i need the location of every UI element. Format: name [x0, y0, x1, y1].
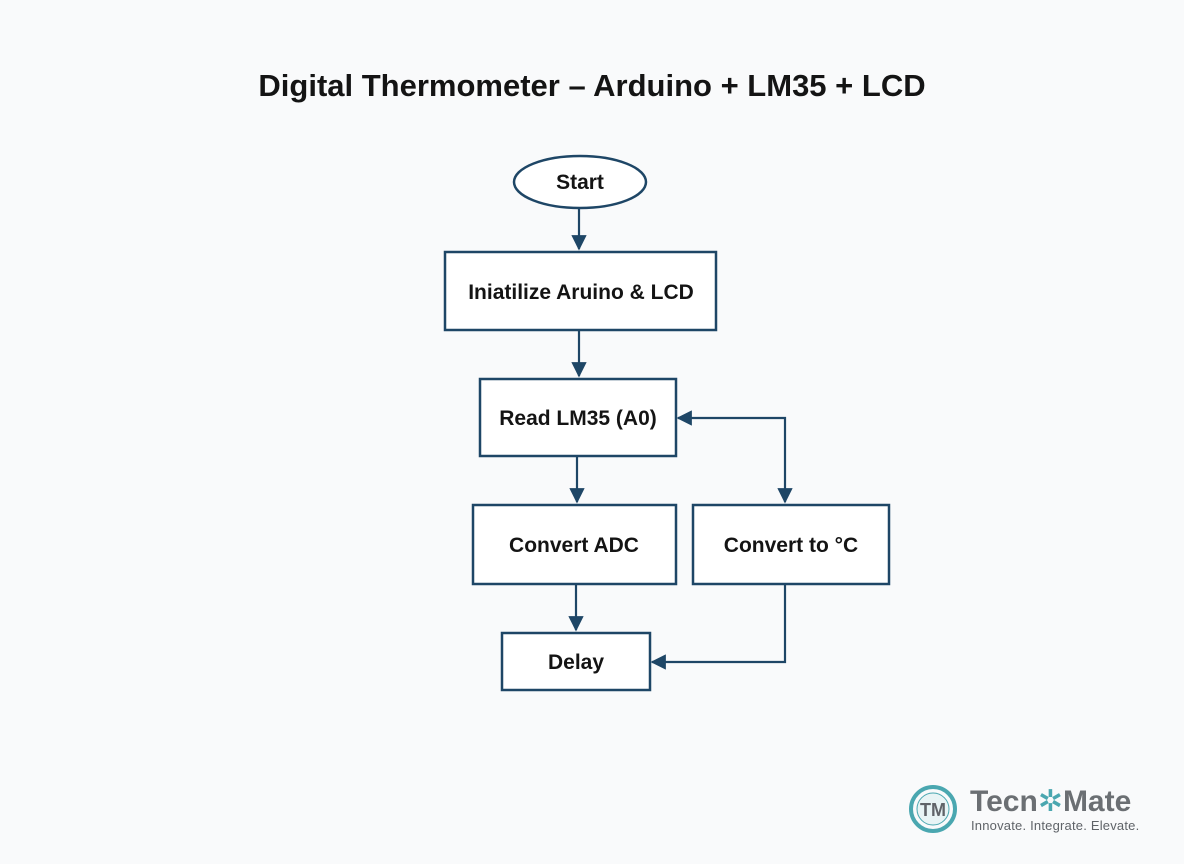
convert-c-node-label: Convert to °C — [724, 534, 858, 557]
connector-loop-read-convert-c — [676, 410, 793, 504]
diagram-title: Digital Thermometer – Arduino + LM35 + L… — [258, 68, 926, 103]
start-node-label: Start — [556, 171, 604, 194]
convert-adc-node: Convert ADC — [471, 503, 678, 586]
gear-icon: ✲ — [1037, 785, 1063, 818]
delay-node-label: Delay — [548, 651, 604, 674]
tecnomate-logo: TM Tecn✲Mate Innovate. Integrate. Elevat… — [908, 784, 1158, 840]
read-node: Read LM35 (A0) — [478, 377, 678, 458]
logo-brand-part1: Tecn — [970, 785, 1038, 818]
logo-brand-part2: Mate — [1062, 785, 1132, 818]
read-node-label: Read LM35 (A0) — [499, 407, 657, 430]
connector-convert-c-to-delay — [650, 585, 787, 670]
start-node: Start — [512, 154, 648, 210]
init-node: Iniatilize Aruino & LCD — [443, 250, 718, 332]
init-node-label: Iniatilize Aruino & LCD — [468, 281, 694, 304]
convert-c-node: Convert to °C — [691, 503, 891, 586]
logo-mark-letters: TM — [920, 800, 946, 820]
logo-tagline: Innovate. Integrate. Elevate. — [971, 818, 1140, 833]
delay-node: Delay — [500, 631, 652, 692]
tecnomate-mark-icon: TM — [909, 785, 957, 833]
convert-adc-node-label: Convert ADC — [509, 534, 639, 557]
logo-brand-name: Tecn✲Mate — [970, 784, 1131, 819]
